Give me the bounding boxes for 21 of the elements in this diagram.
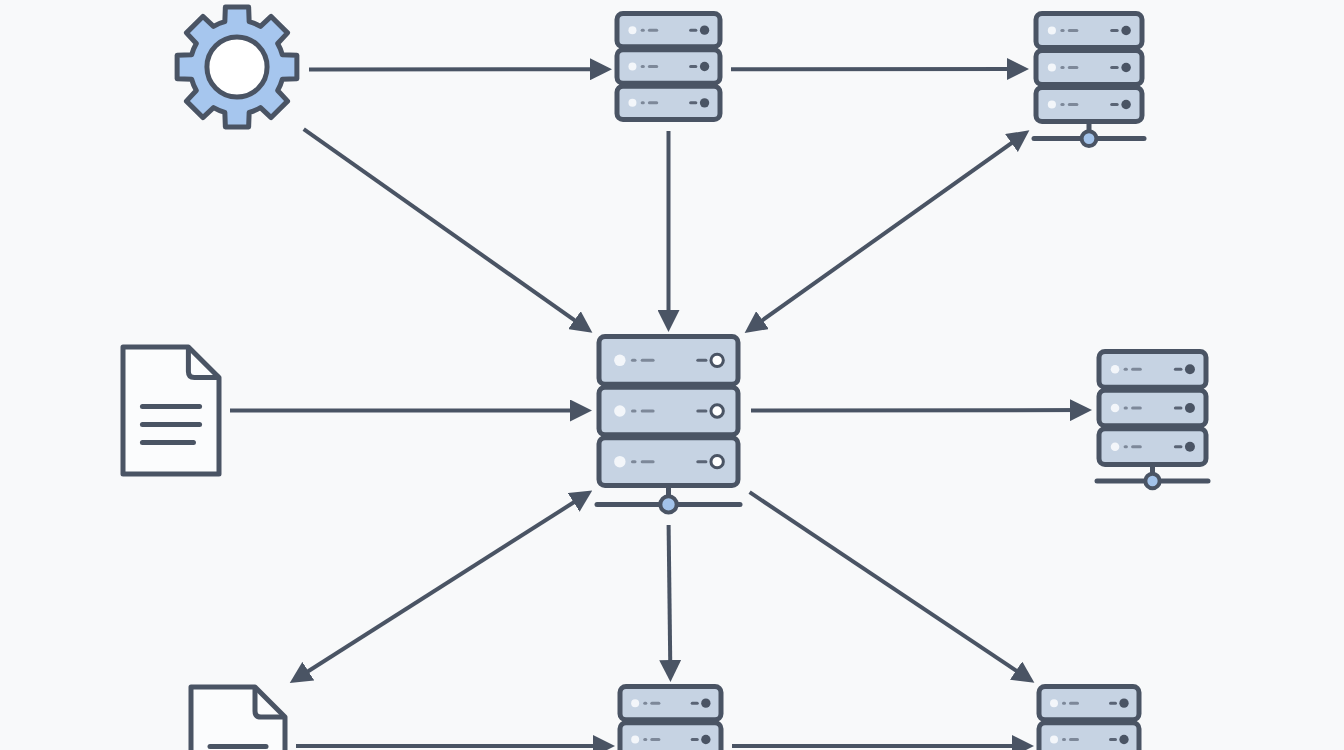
arrow (302, 127, 593, 333)
double-headed-arrow (744, 130, 1030, 333)
arrow (659, 524, 682, 682)
server-icon (594, 334, 743, 517)
server-icon (1094, 349, 1211, 492)
document-icon (188, 684, 288, 750)
gear-icon (173, 3, 301, 131)
server-icon (1036, 684, 1142, 750)
double-headed-arrow (289, 490, 593, 683)
arrow (731, 58, 1029, 80)
document-icon (120, 344, 222, 477)
arrow (657, 131, 680, 332)
arrow (296, 735, 615, 750)
arrow (230, 399, 592, 422)
server-icon (617, 684, 724, 750)
arrow (732, 735, 1034, 750)
server-icon (1031, 11, 1147, 150)
arrow (748, 490, 1035, 683)
arrow (751, 399, 1092, 422)
arrow (309, 58, 612, 81)
server-icon (614, 11, 723, 123)
